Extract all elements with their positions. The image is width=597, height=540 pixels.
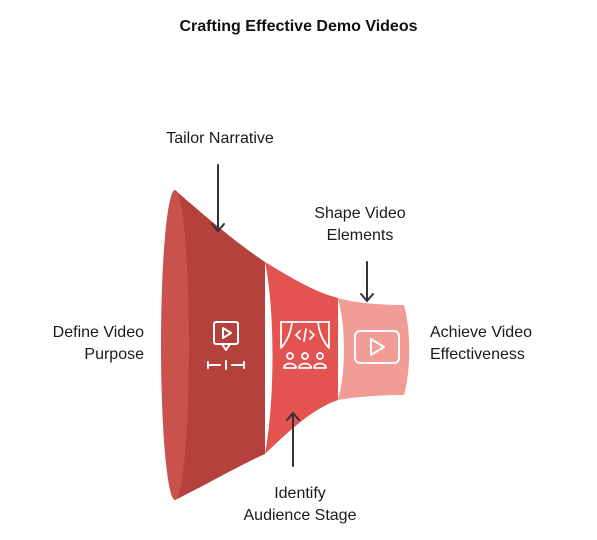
label-achieve-video-effectiveness: Achieve Video Effectiveness — [430, 324, 532, 363]
funnel-rim — [161, 190, 189, 500]
audience-stage-icon — [280, 321, 330, 369]
stage-achieve-effectiveness — [338, 298, 410, 400]
label-define-video-purpose: Define Video Purpose — [52, 324, 144, 363]
video-timeline-icon — [207, 321, 245, 370]
label-tailor-narrative: Tailor Narrative — [166, 130, 274, 147]
arrow-shape-video-elements — [360, 261, 374, 303]
arrow-identify-audience-stage — [286, 411, 300, 467]
diagram-title: Crafting Effective Demo Videos — [179, 18, 418, 35]
play-button-icon — [354, 330, 400, 364]
stage-identify-audience — [265, 262, 338, 454]
arrow-tailor-narrative — [211, 164, 225, 233]
label-identify-audience-stage: Identify Audience Stage — [243, 485, 357, 524]
label-shape-video-elements: Shape Video Elements — [314, 205, 406, 244]
